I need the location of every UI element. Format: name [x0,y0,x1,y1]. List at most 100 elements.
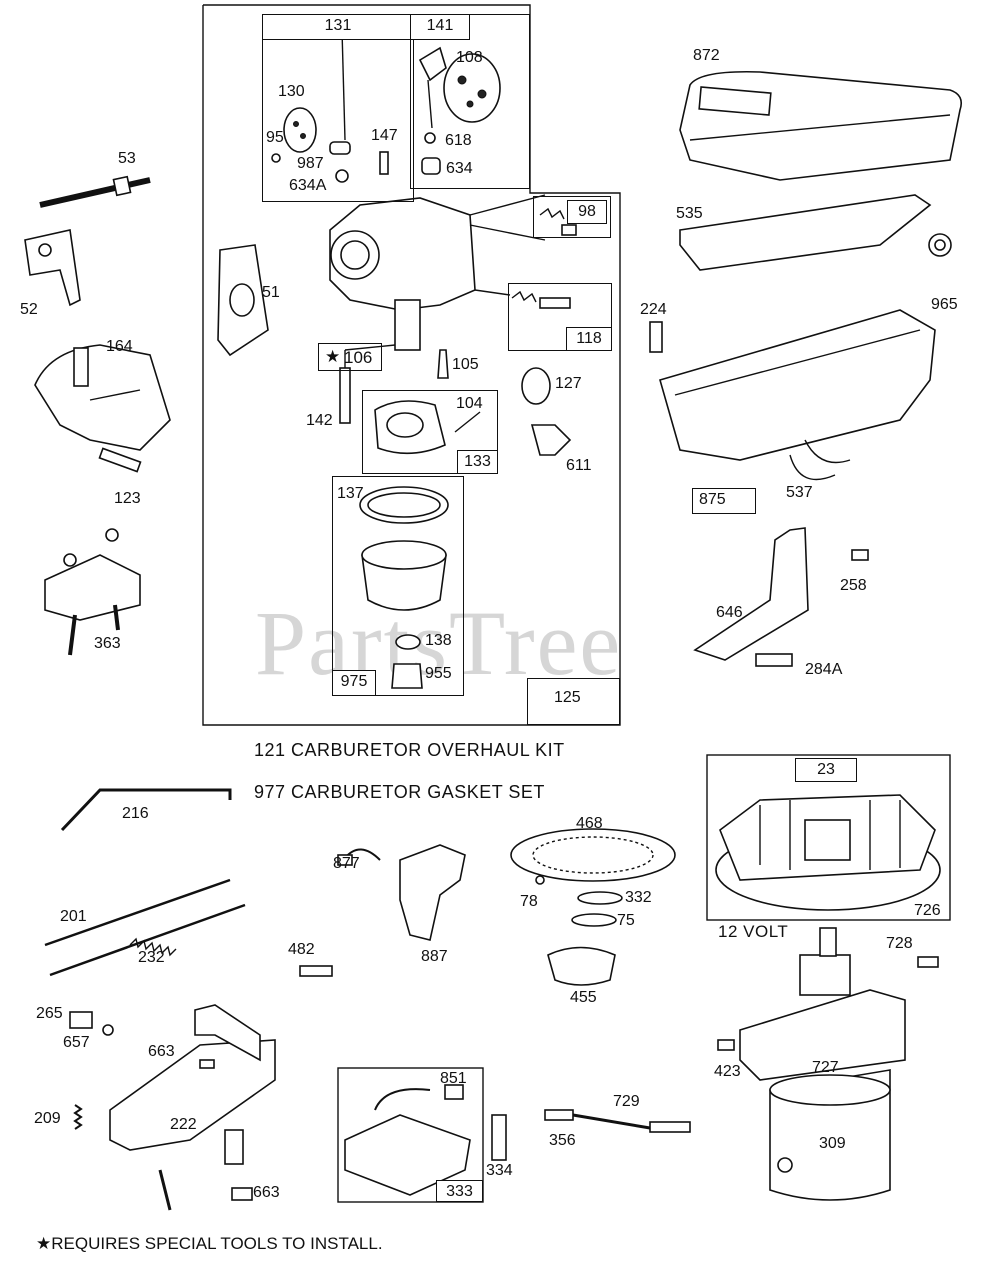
part-729-wire [544,1109,691,1133]
part-138-washer [395,634,421,650]
part-423-screw [717,1039,735,1051]
callout-468: 468 [576,815,603,832]
part-284a-screw [755,653,793,667]
part-332-washer [577,891,623,905]
part-118-screw [511,290,571,309]
footnote-star: ★ [36,1234,52,1253]
callout-334: 334 [486,1162,513,1179]
box-133 [362,390,498,474]
callout-955: 955 [425,665,452,682]
callout-265: 265 [36,1005,63,1022]
callout-127: 127 [555,375,582,392]
callout-482: 482 [288,941,315,958]
callout-618: 618 [445,132,472,149]
callout-987: 987 [297,155,324,172]
part-468-screen [510,828,676,882]
callout-216: 216 [122,805,149,822]
part-164-intake [34,344,171,451]
callout-657: 657 [63,1034,90,1051]
part-209-spring [73,1104,83,1130]
gasket-set-caption: 977 CARBURETOR GASKET SET [254,782,545,802]
callout-663-upper: 663 [148,1043,175,1060]
footnote-text: REQUIRES SPECIAL TOOLS TO INSTALL. [51,1234,383,1253]
callout-726: 726 [914,902,941,919]
box-98 [533,196,611,238]
callout-258: 258 [840,577,867,594]
tag-141: 141 [410,14,470,40]
callout-877: 877 [333,855,360,872]
callout-75: 75 [617,912,635,929]
callout-727: 727 [812,1059,839,1076]
callout-130: 130 [278,83,305,100]
tag-98: 98 [567,200,607,224]
callout-232: 232 [138,949,165,966]
callout-147: 147 [371,127,398,144]
part-258-screw [851,549,869,561]
callout-137: 137 [337,485,364,502]
watermark: PartsTree [255,592,623,694]
callout-201: 201 [60,908,87,925]
part-482-screw [299,965,333,977]
part-363-bracket [44,528,141,656]
callout-108: 108 [456,49,483,66]
callout-224: 224 [640,301,667,318]
part-537-base [659,309,936,481]
callout-123: 123 [114,490,141,507]
callout-611: 611 [566,457,592,474]
part-955-nut [391,663,423,689]
part-611-fitting [530,424,572,456]
part-142-pin [339,367,351,424]
callout-537: 537 [786,484,813,501]
callout-125: 125 [554,689,581,706]
tag-975: 975 [332,670,376,696]
part-232-rod [49,903,246,977]
callout-164: 164 [106,338,133,355]
part-137-bowl [359,486,449,611]
part-887-armature [337,844,466,941]
box-106 [318,343,382,371]
callout-106: 106 [344,348,373,367]
part-127-ring [521,367,551,405]
part-663-screw-a [199,1059,215,1069]
part-105-needle [437,349,449,379]
callout-535: 535 [676,205,703,222]
callout-222: 222 [170,1116,197,1133]
part-52-gasket [24,229,81,307]
callout-965: 965 [931,296,958,313]
box-975 [332,476,464,696]
part-222-control-bracket [109,1004,276,1211]
twelve-volt-caption: 12 VOLT [718,922,789,941]
callout-209: 209 [34,1110,61,1127]
box-131 [262,14,414,202]
callout-309: 309 [819,1135,846,1152]
callout-95: 95 [266,129,284,146]
part-123-screw [98,447,142,473]
callout-634: 634 [446,160,473,177]
carburetor-body [329,194,546,351]
tag-131: 131 [262,14,414,40]
callout-53: 53 [118,150,136,167]
part-133-float [374,400,481,455]
part-216-link [60,788,232,832]
callout-105: 105 [452,356,479,373]
callout-104: 104 [456,395,483,412]
part-851-solenoid [344,1084,471,1196]
callout-142: 142 [306,412,333,429]
box-141 [410,14,530,189]
callout-138: 138 [425,632,452,649]
callout-634a: 634A [289,177,327,194]
callout-729: 729 [613,1093,640,1110]
callout-646: 646 [716,604,743,621]
part-141-primer-group [418,46,501,175]
callout-887: 887 [421,948,448,965]
part-309-starter [739,927,906,1201]
tag-23: 23 [795,758,857,782]
box-118 [508,283,612,351]
part-147-screw [379,151,389,175]
part-455-cup [547,946,616,986]
callout-728: 728 [886,935,913,952]
part-75-washer [571,913,617,927]
part-657-nut [102,1024,114,1036]
part-53-stud [39,175,151,208]
part-265-clip [69,1011,93,1029]
